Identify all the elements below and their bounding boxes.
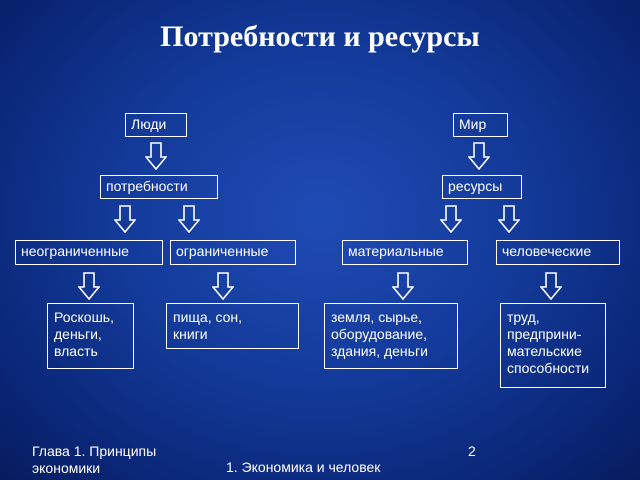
node-world: Мир [453, 113, 508, 137]
detail-material: земля, сырье, оборудование, здания, день… [324, 303, 458, 369]
node-human: человеческие [496, 240, 620, 265]
detail-human: труд, предприни- мательские способности [500, 303, 606, 388]
footer-page-number: 2 [468, 443, 476, 459]
node-resources: ресурсы [442, 175, 522, 199]
arrow-down-icon [78, 272, 100, 300]
arrow-down-icon [540, 272, 562, 300]
node-material: материальные [342, 240, 468, 265]
node-needs: потребности [100, 175, 218, 199]
arrow-down-icon [440, 205, 462, 233]
node-limited: ограниченные [170, 240, 296, 265]
node-people: Люди [125, 113, 187, 137]
footer-chapter: Глава 1. Принципы экономики [32, 443, 157, 476]
slide-title: Потребности и ресурсы [160, 20, 480, 53]
arrow-down-icon [468, 142, 490, 170]
arrow-down-icon [145, 142, 167, 170]
arrow-down-icon [392, 272, 414, 300]
detail-unlimited: Роскошь, деньги, власть [47, 303, 134, 369]
arrow-down-icon [498, 205, 520, 233]
footer-section: 1. Экономика и человек [226, 459, 381, 475]
detail-limited: пища, сон, книги [166, 303, 299, 349]
arrow-down-icon [114, 205, 136, 233]
node-unlimited: неограниченные [15, 240, 163, 265]
arrow-down-icon [178, 205, 200, 233]
arrow-down-icon [212, 272, 234, 300]
